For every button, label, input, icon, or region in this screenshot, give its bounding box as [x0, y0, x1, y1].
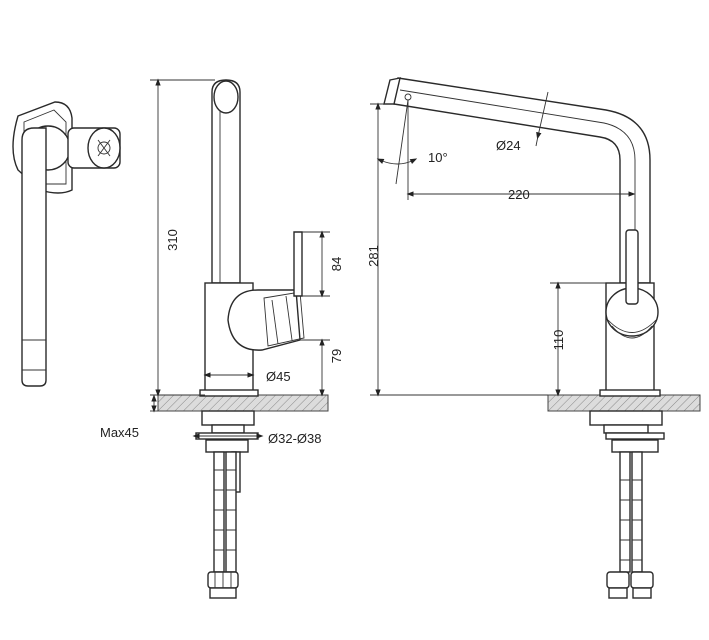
front-view: [157, 79, 329, 599]
dim-front-height: 310: [165, 229, 180, 251]
dim-mount-hole: Ø32-Ø38: [268, 431, 321, 446]
dim-spout-angle: 10°: [428, 150, 448, 165]
dim-max-thickness: Max45: [100, 425, 139, 440]
dim-side-height: 281: [366, 245, 381, 267]
top-view: [12, 101, 121, 387]
dim-side-base-to-lever: 110: [551, 330, 566, 351]
dim-base-to-lever: 79: [329, 349, 344, 363]
dimension-labels: 310 84 79 Ø45 Max45 Ø32-Ø38 281 Ø24 10° …: [100, 138, 566, 446]
dim-spout-reach: 220: [508, 187, 530, 202]
dim-body-diameter: Ø45: [266, 369, 291, 384]
dimension-lines: [150, 78, 636, 439]
dim-lever-height: 84: [329, 257, 344, 271]
side-view: [383, 77, 701, 599]
dim-spout-diameter: Ø24: [496, 138, 521, 153]
